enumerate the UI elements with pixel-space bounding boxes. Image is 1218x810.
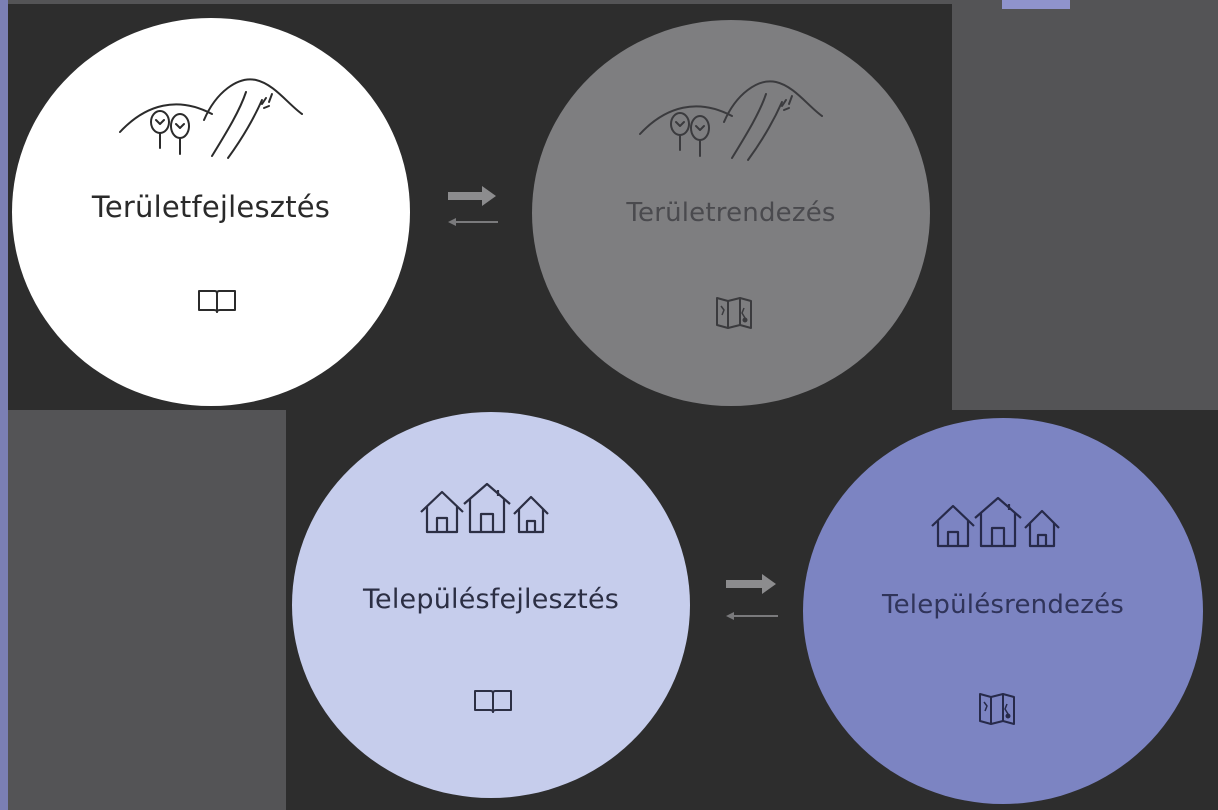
hills-with-trees-icon	[639, 80, 823, 161]
node-teruletfejlesztes: Területfejlesztés	[12, 18, 410, 406]
top-accent-tab	[1002, 0, 1070, 9]
three-houses-icon	[931, 496, 1060, 548]
node-label: Területrendezés	[626, 198, 836, 228]
bidirectional-arrows-icon	[448, 186, 498, 226]
hills-with-trees-icon	[119, 78, 303, 159]
node-telepulesrendezes: Településrendezés	[803, 418, 1203, 804]
folded-map-icon	[979, 693, 1015, 725]
open-book-icon	[474, 690, 512, 713]
node-label: Területfejlesztés	[91, 190, 331, 224]
bidirectional-arrows-icon	[726, 574, 778, 620]
left-edge-bar	[0, 0, 8, 810]
open-book-icon	[198, 290, 236, 313]
node-label: Településrendezés	[881, 590, 1125, 620]
node-telepulesfejlesztes: Településfejlesztés	[292, 412, 690, 798]
node-teruletrendezes: Területrendezés	[532, 20, 930, 406]
three-houses-icon	[420, 482, 549, 534]
node-label: Településfejlesztés	[362, 584, 620, 615]
folded-map-icon	[716, 297, 752, 329]
